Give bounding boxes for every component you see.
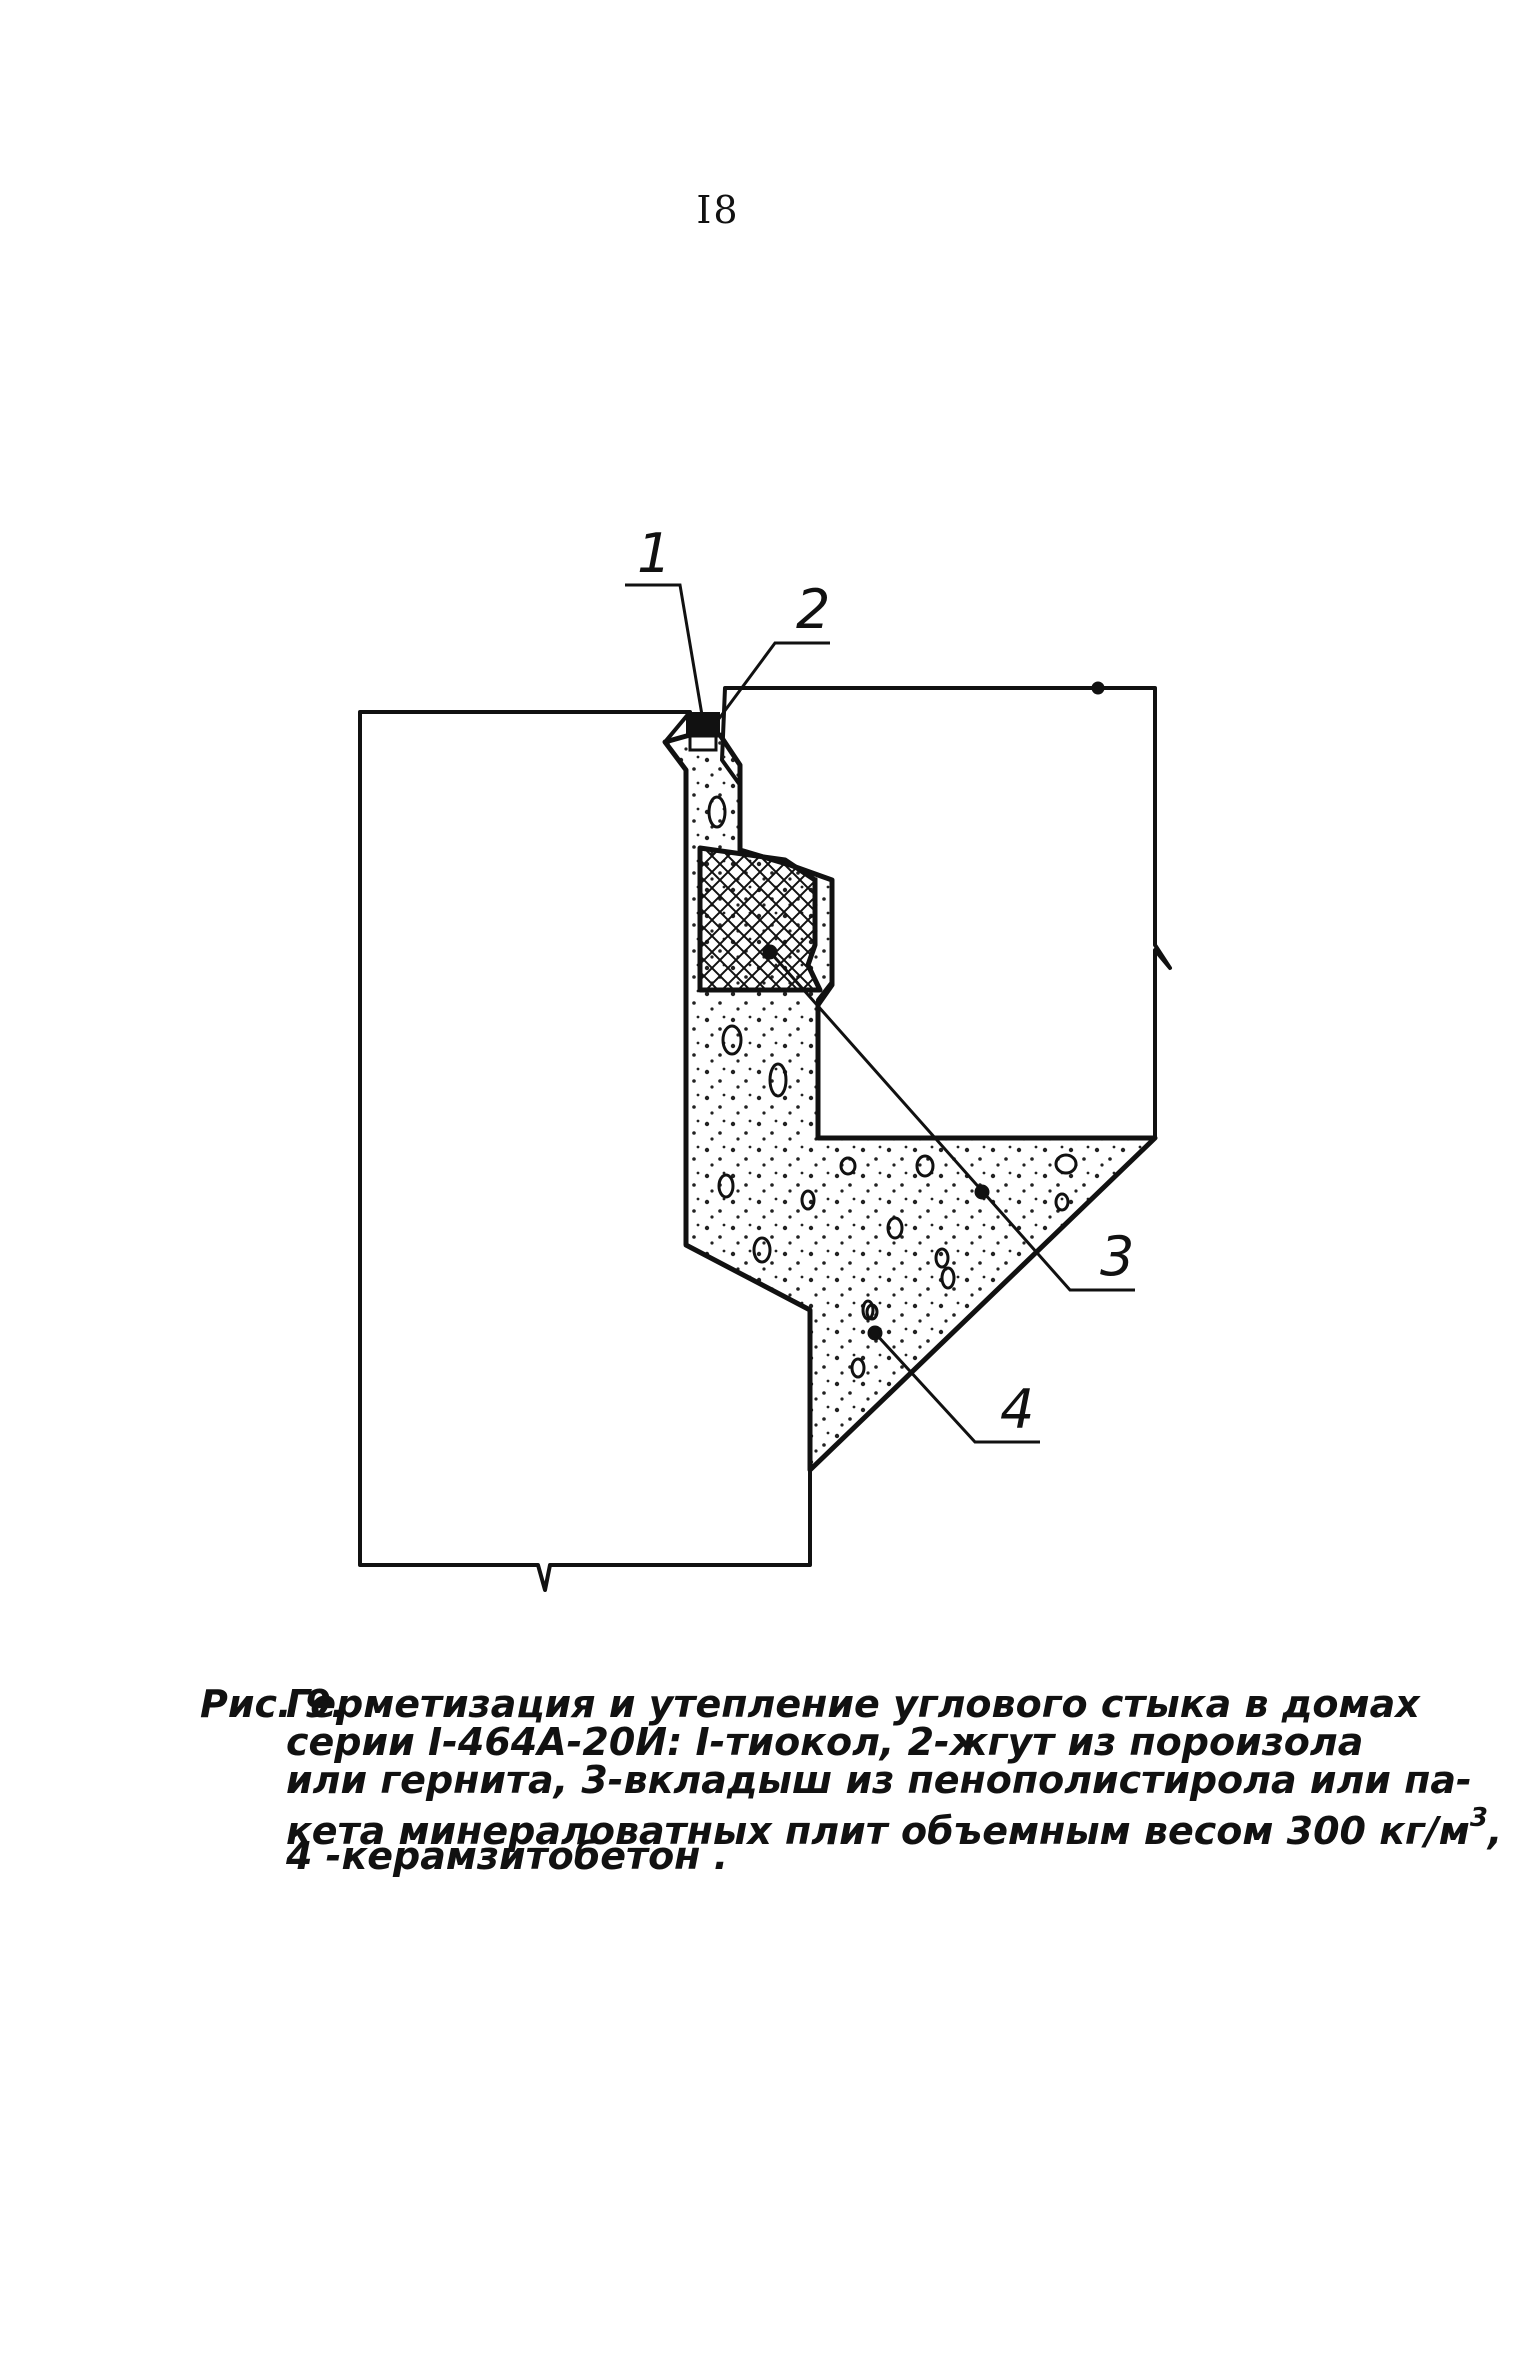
aggregate-particles bbox=[707, 795, 1078, 1379]
caption-line: 4 -керамзитобетон . bbox=[286, 1834, 729, 1878]
expanded-clay-concrete-fill bbox=[662, 732, 1158, 1473]
callout-2: 2 bbox=[796, 578, 830, 641]
porous-tow bbox=[688, 734, 718, 752]
leader-lines bbox=[625, 583, 1135, 1444]
figure-label: Рис. 9. bbox=[200, 1682, 346, 1726]
caption-line-text: кета минераловатных плит объемным весом … bbox=[286, 1809, 1470, 1853]
caption-lines: Герметизация и утепление углового стыка … bbox=[286, 1682, 1502, 1878]
callout-4: 4 bbox=[1000, 1378, 1034, 1441]
callout-3: 3 bbox=[1100, 1225, 1134, 1288]
caption-line: кета минераловатных плит объемным весом … bbox=[286, 1799, 1502, 1850]
polystyrene-insert bbox=[697, 845, 823, 993]
page-number: I8 bbox=[696, 188, 740, 232]
superscript-cubed: 3 bbox=[1469, 1803, 1488, 1833]
corner-joint-drawing: 1 2 3 4 bbox=[358, 522, 1172, 1592]
caption-comma: , bbox=[1487, 1809, 1503, 1853]
callout-1: 1 bbox=[637, 522, 671, 585]
caption-line: серии I-464А-20И: I-тиокол, 2-жгут из по… bbox=[286, 1720, 1364, 1764]
caption-line: или гернита, 3-вкладыш из пенополистирол… bbox=[286, 1758, 1472, 1802]
caption-line: Герметизация и утепление углового стыка … bbox=[286, 1682, 1420, 1726]
thiokol-sealant bbox=[686, 712, 720, 736]
